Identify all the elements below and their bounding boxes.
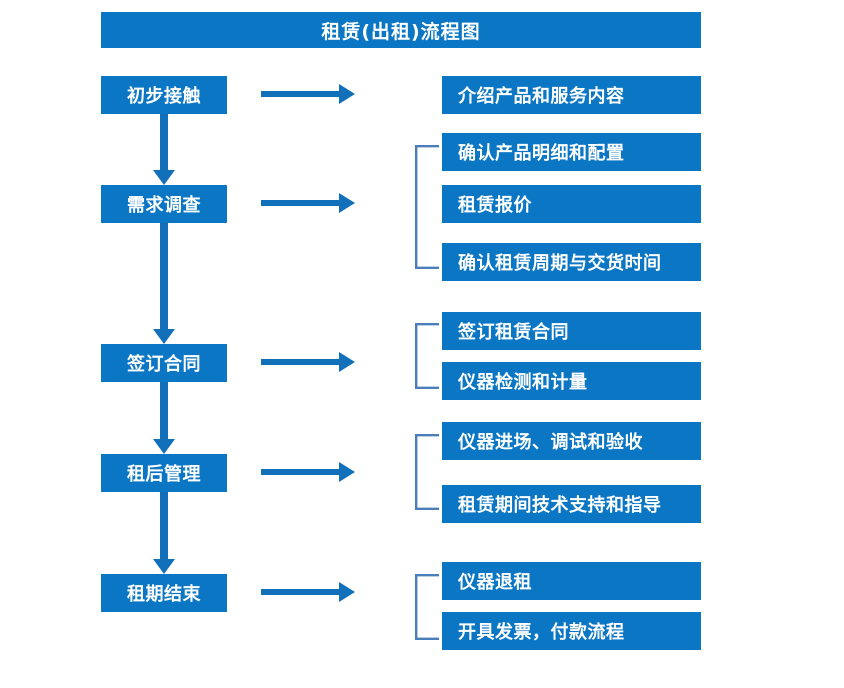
detail-box-g4-1[interactable]: 仪器进场、调试和验收	[442, 422, 701, 460]
down-arrow-icon-3	[153, 382, 175, 454]
stage-box-5[interactable]: 租期结束	[101, 574, 227, 612]
detail-box-g1-1[interactable]: 介绍产品和服务内容	[442, 76, 701, 114]
stage-box-4[interactable]: 租后管理	[101, 454, 227, 492]
page-title: 租赁(出租)流程图	[101, 12, 701, 48]
stage-box-1[interactable]: 初步接触	[101, 76, 227, 114]
detail-box-g5-2[interactable]: 开具发票，付款流程	[442, 612, 701, 650]
left-bracket-icon-5	[415, 574, 439, 640]
right-arrow-icon-3	[261, 352, 355, 372]
down-arrow-icon-1	[153, 114, 175, 185]
right-arrow-icon-1	[261, 84, 355, 104]
stage-box-3[interactable]: 签订合同	[101, 344, 227, 382]
detail-box-g2-2[interactable]: 租赁报价	[442, 185, 701, 223]
detail-box-g5-1[interactable]: 仪器退租	[442, 562, 701, 600]
left-bracket-icon-2	[415, 145, 439, 269]
detail-box-g2-1[interactable]: 确认产品明细和配置	[442, 133, 701, 171]
right-arrow-icon-2	[261, 193, 355, 213]
detail-box-g4-2[interactable]: 租赁期间技术支持和指导	[442, 485, 701, 523]
detail-box-g3-1[interactable]: 签订租赁合同	[442, 312, 701, 350]
left-bracket-icon-4	[415, 434, 439, 510]
right-arrow-icon-5	[261, 582, 355, 602]
detail-box-g3-2[interactable]: 仪器检测和计量	[442, 362, 701, 400]
down-arrow-icon-4	[153, 492, 175, 574]
detail-box-g2-3[interactable]: 确认租赁周期与交货时间	[442, 243, 701, 281]
down-arrow-icon-2	[153, 223, 175, 344]
left-bracket-icon-3	[415, 323, 439, 389]
right-arrow-icon-4	[261, 462, 355, 482]
stage-box-2[interactable]: 需求调查	[101, 185, 227, 223]
